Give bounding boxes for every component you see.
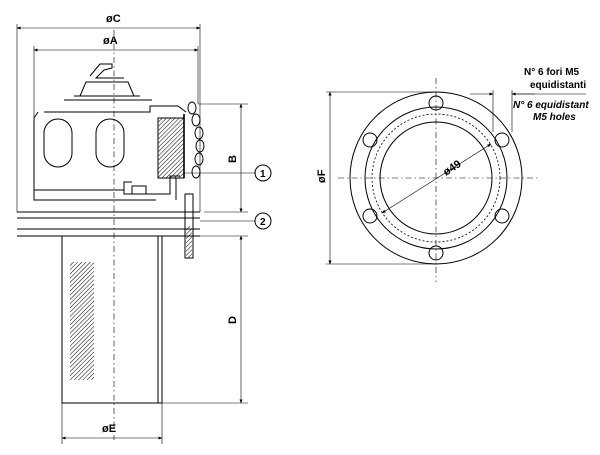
side-view: øC øA B D øE 1 2 (16, 13, 272, 444)
label-height-b: B (227, 155, 239, 163)
housing-top (44, 105, 187, 113)
m5-holes (362, 95, 510, 261)
window-slot-left (43, 118, 73, 168)
callout-2-circle (254, 212, 272, 230)
dim-line-bolt-circle (381, 143, 492, 214)
hole-4 (428, 245, 444, 261)
housing-bottom (33, 190, 156, 201)
label-bolt-circle: ø49 (441, 158, 463, 178)
cap-dome (79, 81, 135, 97)
label-dia-f: øF (316, 169, 328, 183)
hole-6 (362, 132, 378, 148)
hole-1 (428, 95, 444, 111)
callout-1-label: 1 (260, 169, 266, 180)
flange-bore (379, 121, 493, 235)
strainer-tube (61, 235, 163, 404)
hole-3 (494, 208, 510, 224)
cap-handle (89, 63, 124, 79)
dipstick-chain (187, 101, 205, 179)
hole-5 (362, 208, 378, 224)
flange-bolt-ring (364, 106, 508, 250)
mesh-area (70, 262, 94, 380)
label-dia-c: øC (106, 13, 121, 25)
callout-2-label: 2 (260, 217, 266, 228)
window-slot-center (95, 118, 125, 168)
label-dia-e: øE (102, 423, 116, 435)
note-en-line1: N° 6 equidistant (513, 100, 589, 111)
note-it-line1: N° 6 fori M5 (524, 67, 580, 78)
filter-element-section (157, 117, 185, 179)
note-en-line2: M5 holes (533, 112, 576, 123)
screw-thread (186, 226, 192, 258)
callout-1-circle (254, 164, 272, 182)
label-dia-a: øA (103, 35, 118, 47)
note-it-line2: equidistanti (530, 80, 586, 91)
hole-2 (494, 132, 510, 148)
housing-body-left (33, 111, 132, 191)
label-height-d: D (227, 316, 239, 324)
bolt-circle (371, 113, 501, 243)
nut (131, 185, 147, 195)
flange-top-view: ø49 øF N° 6 fori M5 equidistanti N° 6 eq… (316, 67, 589, 282)
internal-fitting (123, 175, 180, 195)
